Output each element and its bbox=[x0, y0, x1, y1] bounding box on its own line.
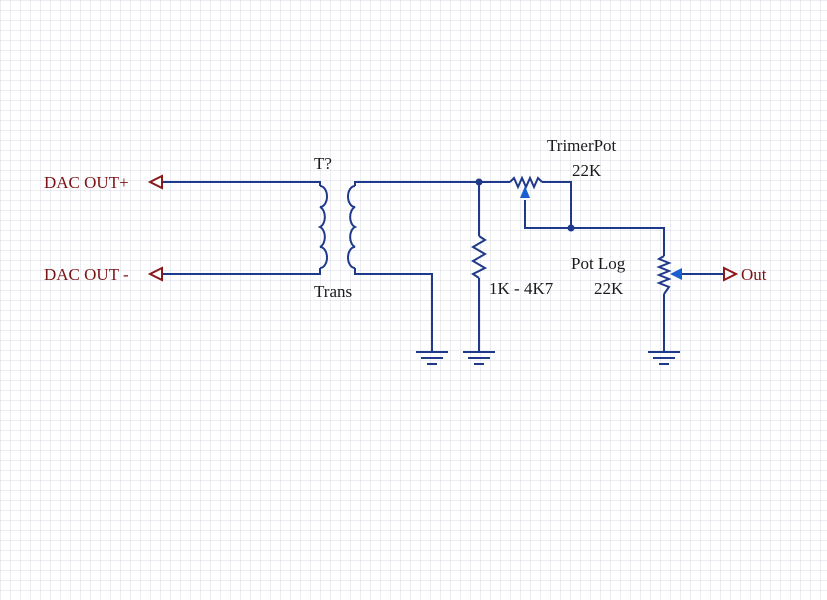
pot-log-name: Pot Log bbox=[571, 254, 626, 273]
pot-log-value: 22K bbox=[594, 279, 624, 298]
ground-symbol bbox=[416, 345, 448, 365]
wires bbox=[162, 181, 724, 345]
trimmer-pot bbox=[509, 175, 543, 190]
wire-dac-plus bbox=[162, 181, 321, 186]
wire-trimmer-right bbox=[542, 181, 572, 228]
transformer-name: Trans bbox=[314, 282, 352, 301]
port-dac-plus-arrow bbox=[147, 174, 163, 190]
resistor-1k-4k7 bbox=[471, 235, 488, 279]
port-out-arrow bbox=[723, 266, 739, 282]
resistor-value: 1K - 4K7 bbox=[489, 279, 554, 298]
junction-dot bbox=[567, 224, 575, 232]
wire-secondary-bottom bbox=[354, 268, 433, 345]
pot-log-wiper-arrow bbox=[670, 268, 682, 280]
junction-dot bbox=[475, 178, 483, 186]
primary-coil bbox=[317, 185, 328, 269]
port-dac-minus-arrow bbox=[147, 266, 163, 282]
ground-symbol bbox=[648, 345, 680, 365]
transformer bbox=[317, 185, 358, 269]
wire-secondary-top bbox=[354, 181, 510, 186]
ground-symbol bbox=[463, 345, 495, 365]
port-dac-minus-label: DAC OUT - bbox=[44, 265, 129, 284]
trimmer-wiper-arrow bbox=[520, 186, 530, 198]
secondary-coil bbox=[347, 185, 358, 269]
pot-log bbox=[656, 255, 672, 295]
trimmer-pot-value: 22K bbox=[572, 161, 602, 180]
wire-dac-minus bbox=[162, 268, 321, 275]
wire-trimmer-wiper bbox=[524, 200, 665, 256]
port-dac-plus-label: DAC OUT+ bbox=[44, 173, 129, 192]
trimmer-pot-name: TrimerPot bbox=[547, 136, 617, 155]
port-out-label: Out bbox=[741, 265, 767, 284]
transformer-designator: T? bbox=[314, 154, 332, 173]
